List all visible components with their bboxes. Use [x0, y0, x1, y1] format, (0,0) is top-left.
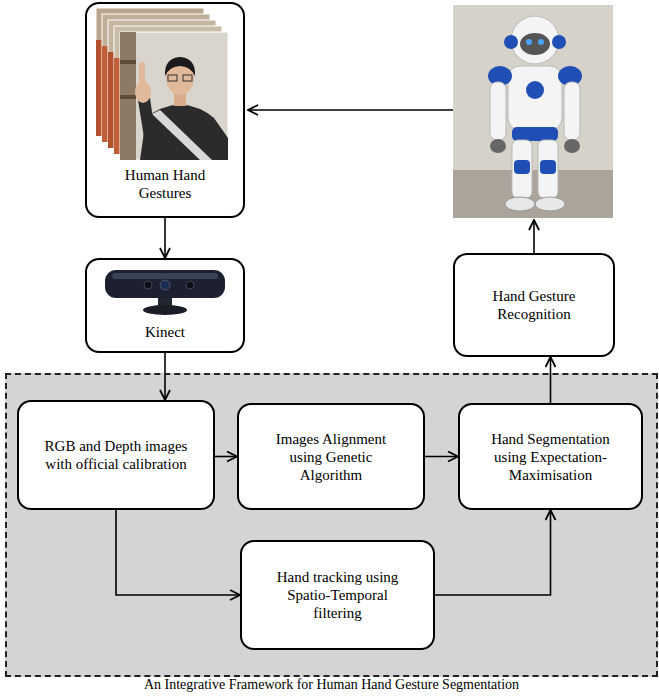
robot-photo-part — [490, 139, 506, 153]
gesture-photo-part — [120, 95, 136, 99]
robot-photo-part — [538, 39, 544, 45]
framework-region-fill — [5, 373, 658, 677]
kinect-sensor-part — [144, 281, 152, 289]
robot-photo-part — [505, 197, 535, 211]
input-gesture-box: Human Hand Gestures — [85, 2, 245, 218]
flow-arrow — [435, 510, 551, 595]
robot-photo-part — [538, 140, 558, 198]
gesture-photo-part — [183, 75, 192, 81]
robot-photo-part — [511, 16, 559, 64]
kinect-sensor — [105, 270, 225, 315]
robot-photo — [453, 5, 613, 218]
gesture-photo-part — [138, 98, 156, 150]
box-label: Images Alignment using Genetic Algorithm — [264, 430, 399, 484]
flow-arrow — [215, 456, 237, 458]
robot-photo-part — [552, 35, 566, 49]
robot-photo-part — [520, 33, 550, 55]
region-caption: An Integrative Framework for Human Hand … — [7, 677, 656, 693]
robot-photo-part — [514, 160, 530, 174]
process-box: Hand tracking using Spatio-Temporal filt… — [240, 540, 435, 650]
robot-photo-part — [526, 39, 532, 45]
robot-photo-part — [535, 197, 565, 211]
process-box: Images Alignment using Genetic Algorithm — [237, 403, 425, 510]
robot-photo-part — [512, 127, 558, 141]
gesture-photo-part — [152, 110, 212, 160]
robot-photo-part — [564, 139, 580, 153]
process-box: RGB and Depth images with official calib… — [17, 400, 215, 510]
gesture-photo-part — [168, 75, 177, 81]
box-label: RGB and Depth images with official calib… — [41, 437, 191, 473]
kinect-sensor-part — [186, 281, 194, 289]
flow-arrow — [164, 218, 166, 258]
sensor-box: Kinect — [85, 258, 245, 353]
flow-arrow — [164, 353, 166, 400]
robot-photo-part — [526, 81, 544, 99]
kinect-sensor-part — [143, 305, 187, 315]
feedback-arrow-part — [533, 220, 535, 253]
framework-region: An Integrative Framework for Human Hand … — [5, 373, 658, 677]
feedback-arrow-part — [248, 109, 453, 111]
box-label: Hand tracking using Spatio-Temporal filt… — [263, 568, 413, 622]
gesture-photo-part — [120, 32, 136, 160]
kinect-sensor-part — [160, 280, 170, 290]
kinect-sensor-part — [105, 270, 225, 298]
feedback-arrow — [248, 110, 534, 253]
gesture-photo-part — [120, 32, 228, 160]
box-label: Hand Gesture Recognition — [469, 287, 599, 323]
process-box: Hand Gesture Recognition — [453, 253, 615, 357]
process-box: Hand Segmentation using Expectation-Maxi… — [458, 403, 643, 510]
gesture-photo — [96, 8, 228, 160]
flow-arrow — [425, 456, 458, 458]
box-label: Kinect — [145, 323, 185, 341]
robot-photo-part — [512, 140, 532, 198]
robot-photo-part — [490, 82, 506, 140]
box-label: Human Hand Gestures — [115, 166, 215, 202]
kinect-sensor-part — [112, 273, 218, 279]
robot-photo-part — [453, 5, 613, 218]
gesture-photo-part — [139, 62, 145, 88]
flow-arrow — [116, 510, 240, 595]
robot-photo-part — [564, 82, 580, 140]
robot-photo-part — [504, 35, 518, 49]
robot-photo-part — [508, 66, 562, 130]
gesture-photo-part — [120, 60, 136, 64]
robot-photo-part — [540, 160, 556, 174]
robot-photo-part — [453, 170, 613, 218]
box-label: Hand Segmentation using Expectation-Maxi… — [476, 430, 626, 484]
flow-arrow — [550, 357, 552, 403]
gesture-photo-part — [165, 57, 195, 76]
